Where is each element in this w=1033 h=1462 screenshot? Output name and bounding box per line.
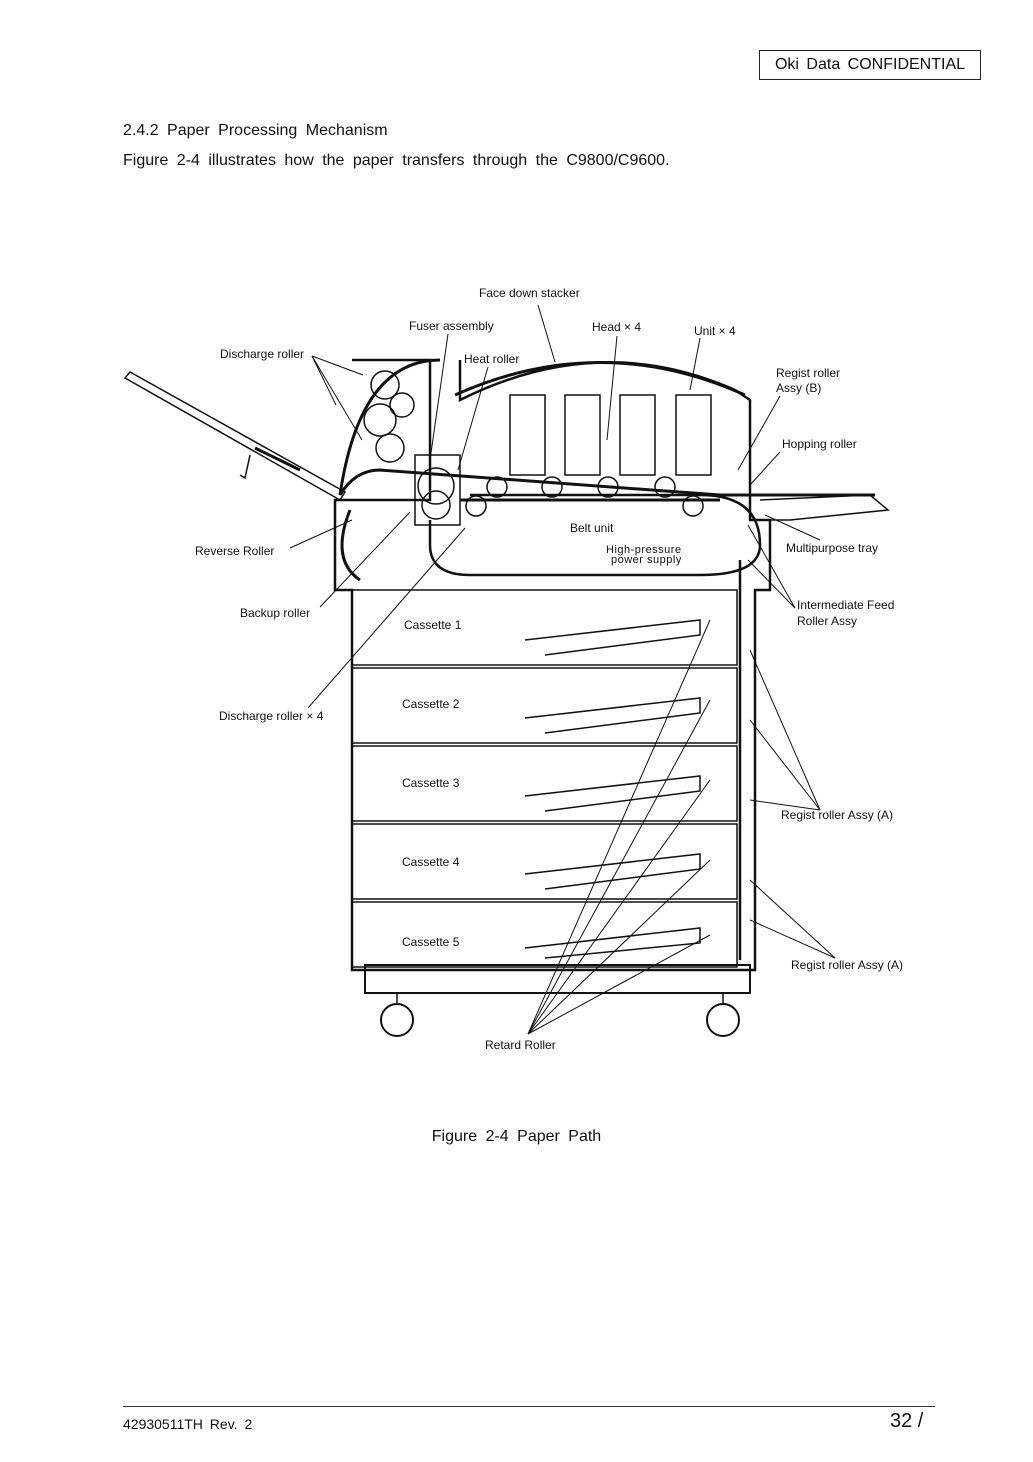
section-heading: 2.4.2 Paper Processing Mechanism bbox=[123, 122, 388, 139]
intro-paragraph: Figure 2-4 illustrates how the paper tra… bbox=[123, 152, 670, 169]
label-cassette-5: Cassette 5 bbox=[402, 935, 460, 949]
label-cassette-4: Cassette 4 bbox=[402, 855, 460, 869]
label-retard-roller: Retard Roller bbox=[485, 1038, 556, 1052]
label-cassette-1: Cassette 1 bbox=[404, 618, 462, 632]
label-high-pressure-2: power supply bbox=[611, 554, 682, 566]
label-discharge-roller-4: Discharge roller × 4 bbox=[219, 709, 324, 723]
label-intermediate-feed-1: Intermediate Feed bbox=[797, 598, 894, 612]
footer-page-number: 32 / bbox=[890, 1410, 924, 1432]
label-face-down-stacker: Face down stacker bbox=[479, 286, 580, 300]
label-heat-roller: Heat roller bbox=[464, 352, 519, 366]
label-regist-a-1: Regist roller Assy (A) bbox=[781, 808, 893, 822]
label-regist-b-2: Assy (B) bbox=[776, 381, 821, 395]
label-intermediate-feed-2: Roller Assy bbox=[797, 614, 857, 628]
confidential-label: Oki Data CONFIDENTIAL bbox=[759, 50, 981, 80]
figure-caption: Figure 2-4 Paper Path bbox=[431, 1128, 602, 1145]
label-cassette-2: Cassette 2 bbox=[402, 697, 460, 711]
label-high-pressure-1: High-pressure bbox=[606, 544, 682, 556]
label-belt-unit: Belt unit bbox=[570, 521, 614, 535]
label-hopping-roller: Hopping roller bbox=[782, 437, 857, 451]
label-regist-b-1: Regist roller bbox=[776, 366, 840, 380]
label-reverse-roller: Reverse Roller bbox=[195, 544, 274, 558]
label-unit: Unit × 4 bbox=[694, 324, 736, 338]
footer-doc-id: 42930511TH Rev. 2 bbox=[123, 1416, 253, 1432]
label-backup-roller: Backup roller bbox=[240, 606, 310, 620]
label-fuser-assembly: Fuser assembly bbox=[409, 319, 494, 333]
paper-path-diagram: Face down stacker Fuser assembly Head × … bbox=[123, 286, 903, 1052]
footer-rule bbox=[123, 1406, 935, 1407]
label-discharge-roller: Discharge roller bbox=[220, 347, 304, 361]
label-regist-a-2: Regist roller Assy (A) bbox=[791, 958, 903, 972]
label-head: Head × 4 bbox=[592, 320, 641, 334]
label-cassette-3: Cassette 3 bbox=[402, 776, 460, 790]
label-multipurpose-tray: Multipurpose tray bbox=[786, 541, 878, 555]
